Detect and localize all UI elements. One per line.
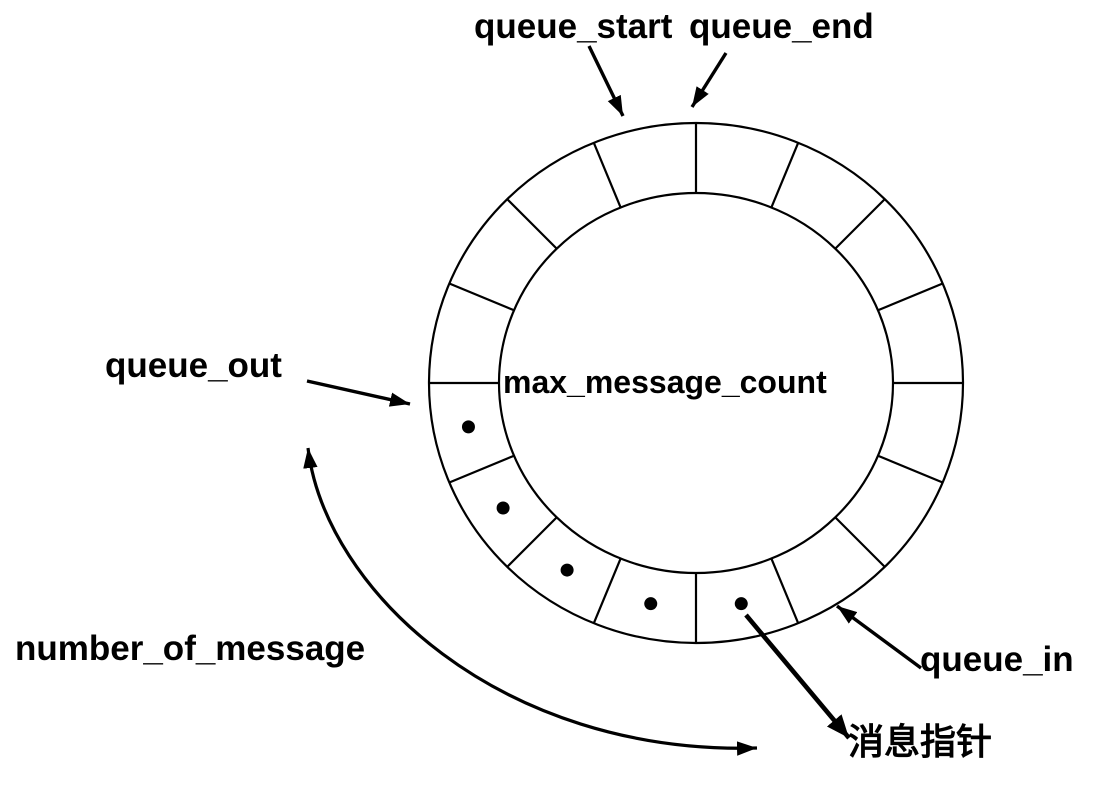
queue-in-label: queue_in [920,640,1074,679]
message-pointer-arrow [744,613,851,740]
segment-divider [770,558,800,624]
max-message-count-label: max_message_count [503,364,827,400]
segment-divider [834,516,886,568]
number-of-message-curve [303,447,758,756]
number-of-message-label: number_of_message [15,629,366,668]
segment-divider [834,198,886,250]
queue-end-arrow [690,52,728,108]
segment-divider [506,516,558,568]
message-dot [560,563,574,577]
queue-end-label: queue_end [689,7,874,46]
queue-out-label: queue_out [105,346,282,385]
message-dot [496,501,510,515]
message-pointer-label: 消息指针 [848,721,993,762]
arrow-group [303,45,923,756]
queue-start-arrow [587,45,625,117]
segment-divider [592,142,622,208]
message-dot [734,597,748,611]
queue-in-arrow [835,604,923,670]
queue-start-label: queue_start [474,7,673,46]
segment-divider [506,198,558,250]
message-dot [461,420,475,434]
segment-divider [770,142,800,208]
queue-out-arrow [306,379,411,407]
message-dot [644,597,658,611]
segment-divider [877,282,944,312]
segment-divider [448,282,515,312]
segment-divider [877,454,944,484]
segment-divider [448,454,515,484]
segment-divider [592,558,622,624]
